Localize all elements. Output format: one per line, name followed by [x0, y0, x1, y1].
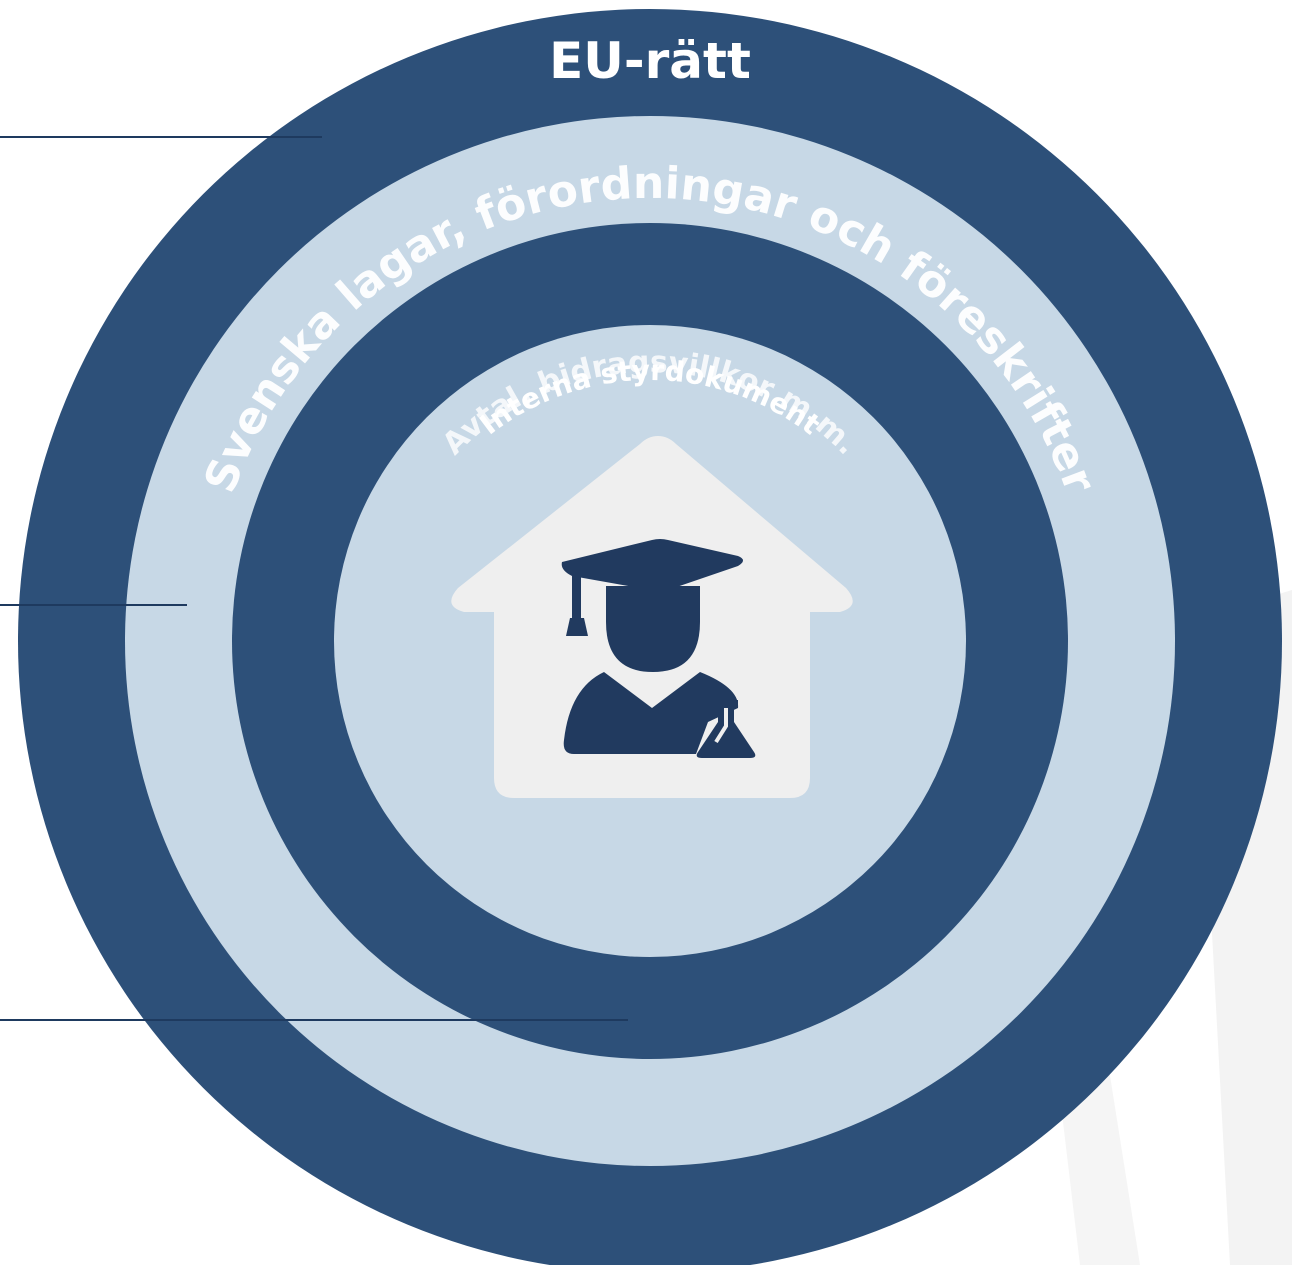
body-icon — [563, 672, 739, 754]
house-with-graduate-researcher-icon — [451, 436, 853, 798]
head-icon — [606, 586, 700, 672]
cap-tassel — [566, 618, 588, 636]
flask-highlight — [714, 708, 728, 744]
label-eu-ratt: EU-rätt — [549, 32, 751, 90]
graduation-cap-icon — [561, 539, 743, 592]
cap-tassel-cord — [572, 570, 581, 620]
